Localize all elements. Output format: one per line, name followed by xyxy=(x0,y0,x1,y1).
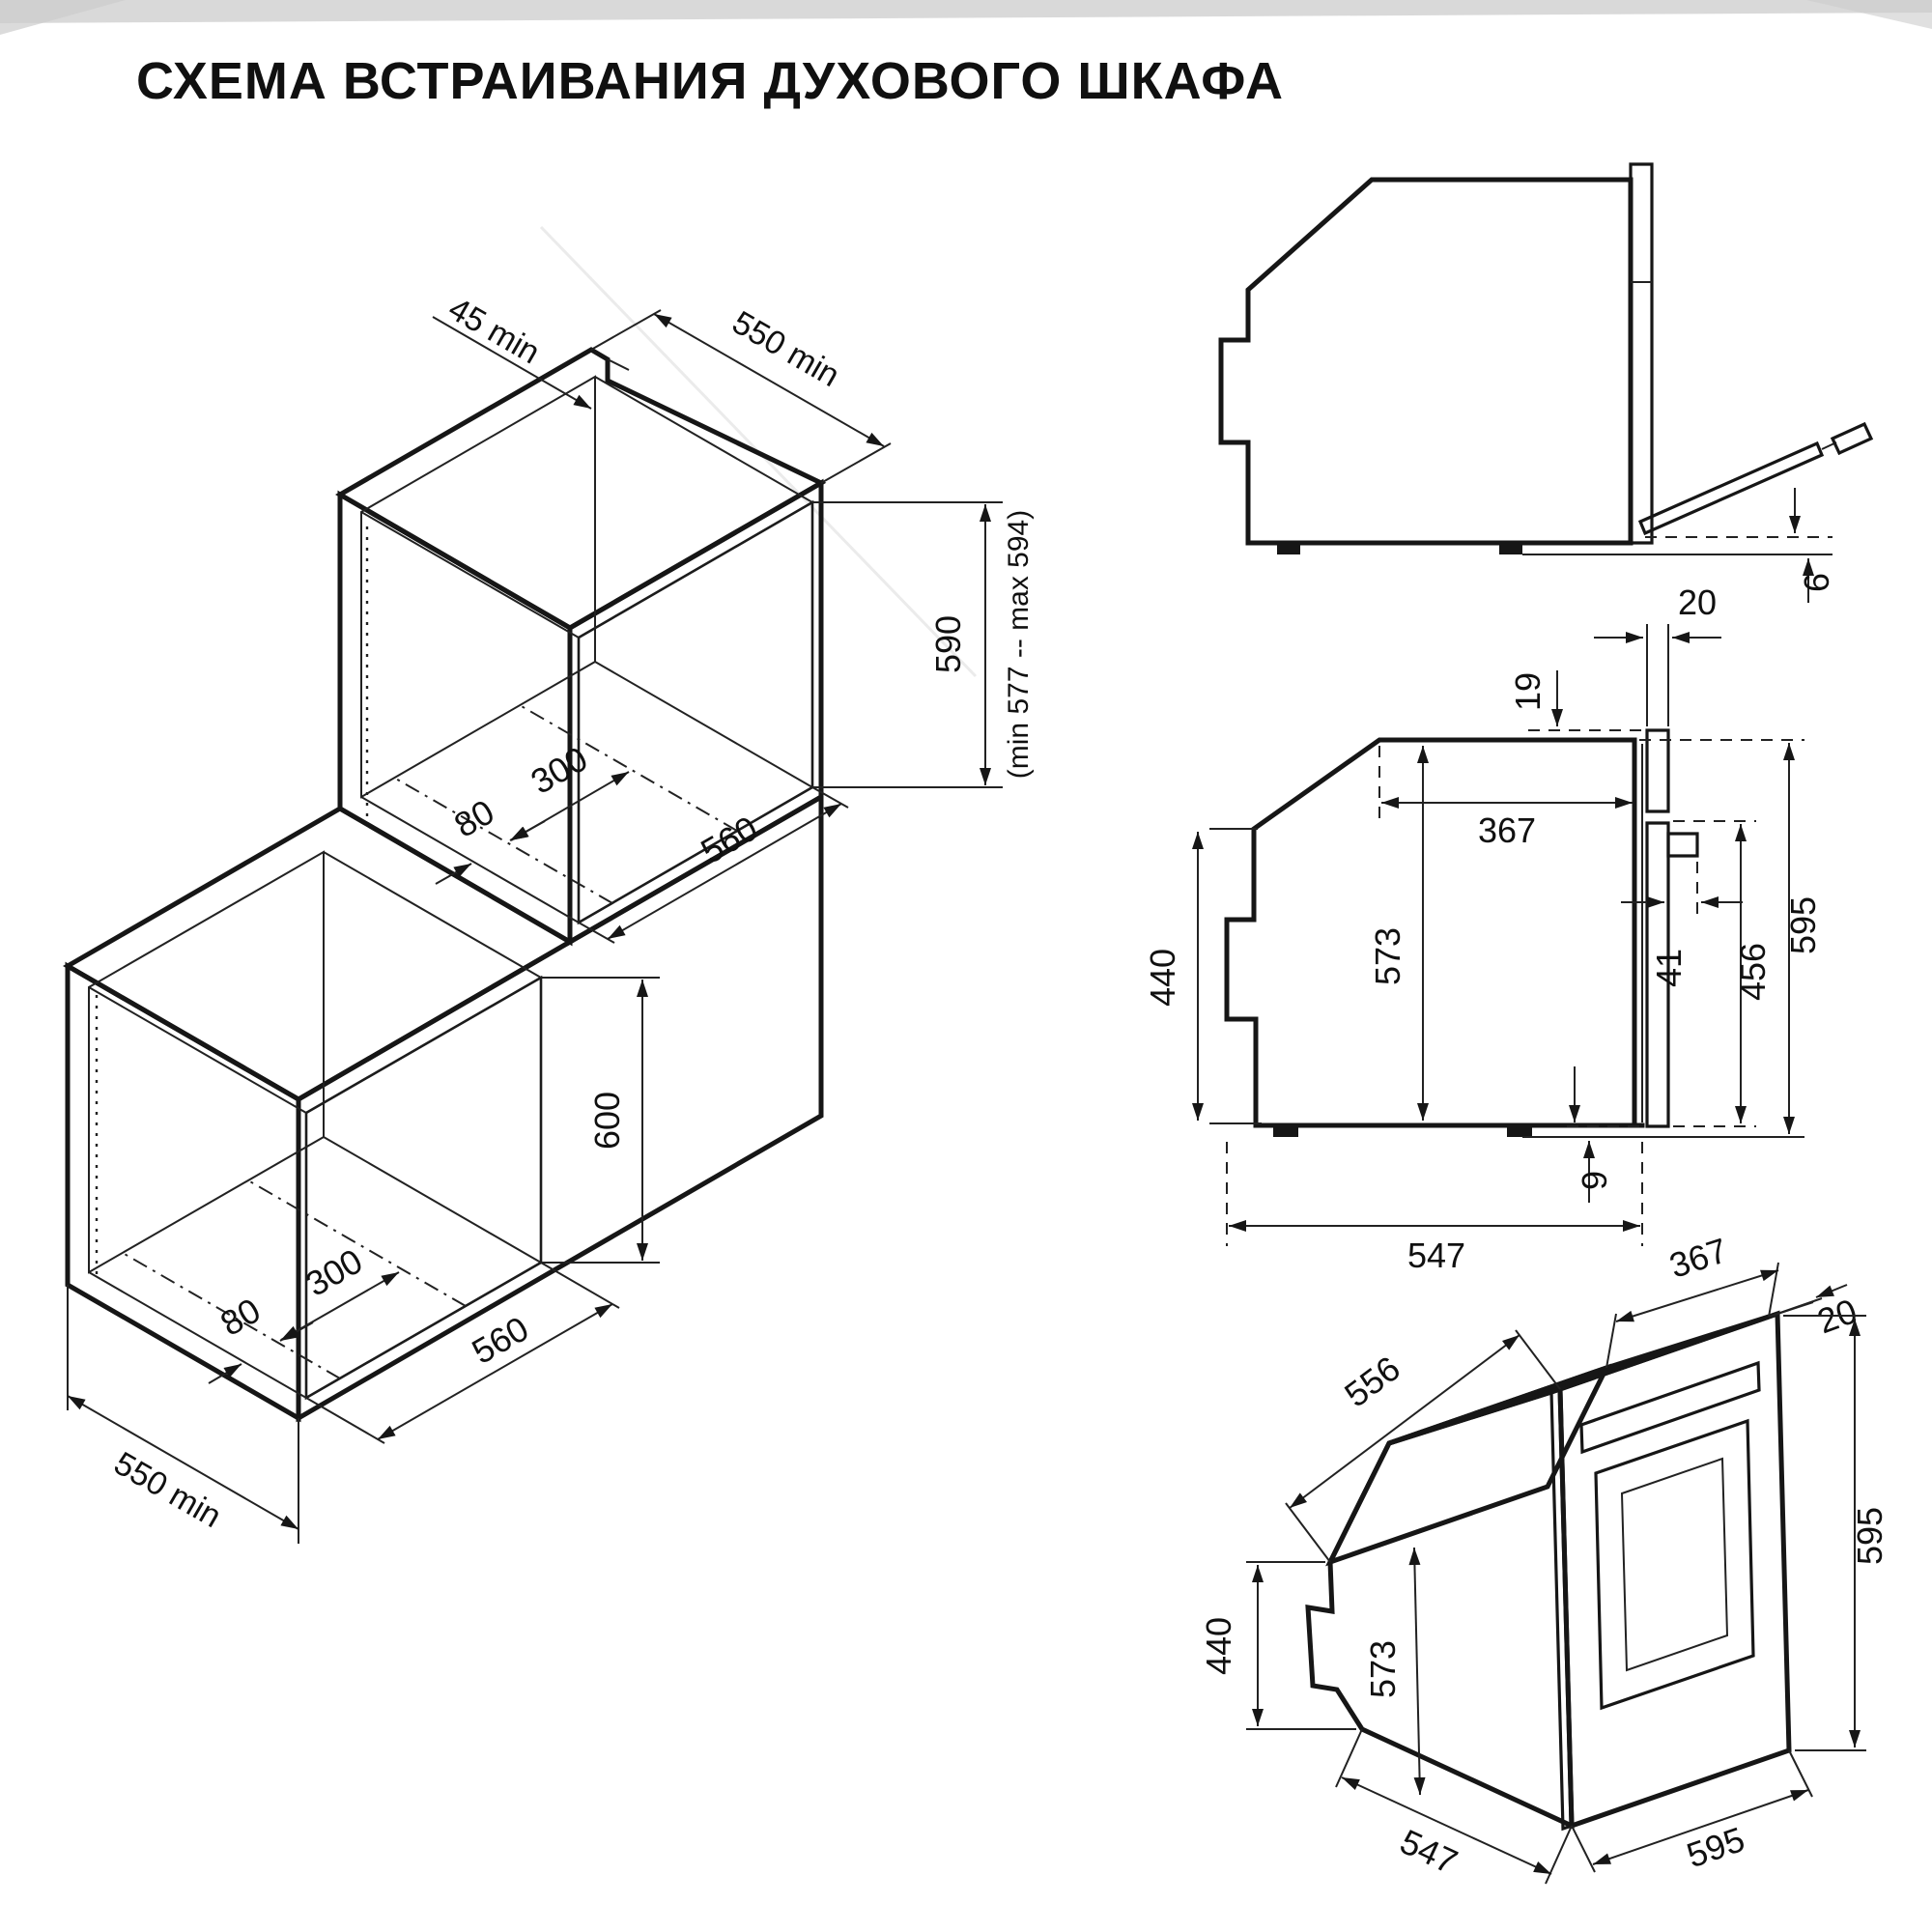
dim-label-upper-vent-offset: 80 xyxy=(447,791,500,845)
dim-label-carcass-depth: 547 xyxy=(1407,1236,1465,1275)
oven-foot xyxy=(1499,543,1522,554)
dim-label-carcass-height: 573 xyxy=(1368,927,1407,985)
oven-side-profile xyxy=(1224,737,1645,1128)
door-handle xyxy=(1579,1360,1761,1455)
dim-line-top-depth xyxy=(653,313,885,447)
dim-label-top-clearance: 19 xyxy=(1508,672,1548,711)
extension-line xyxy=(811,786,849,809)
oven-foot xyxy=(1277,543,1300,554)
extension-line xyxy=(820,442,892,484)
dim-label-lower-vent-offset: 80 xyxy=(213,1290,267,1344)
dim-line-rear-gap xyxy=(432,316,592,410)
extension-line xyxy=(305,1397,385,1444)
dim-line-lower-niche-width xyxy=(377,1303,613,1440)
dim-arrow-upper-vent-offset xyxy=(435,863,472,885)
view-side-dimensioned: 20 19 367 573 440 41 456 595 xyxy=(1143,582,1823,1275)
upper-cabinet-top-face xyxy=(335,347,827,631)
dim-label-top-flat-depth: 367 xyxy=(1664,1230,1732,1286)
dim-line-overall-width xyxy=(1592,1789,1809,1865)
dim-line-carcass-depth xyxy=(1341,1776,1552,1875)
extension-line xyxy=(1285,1502,1331,1563)
dim-label-upper-niche-height: 590 xyxy=(928,615,968,673)
door-window-frame xyxy=(1594,1418,1755,1711)
door-window-glass xyxy=(1620,1457,1729,1672)
dim-arrow-door-thickness xyxy=(1815,1284,1848,1298)
extension-line xyxy=(590,309,662,351)
dim-line-upper-niche-width xyxy=(607,803,842,940)
dim-label-rear-gap: 45 min xyxy=(442,291,546,372)
page-title: СХЕМА ВСТРАИВАНИЯ ДУХОВОГО ШКАФА xyxy=(136,52,1284,110)
dim-label-front-panel-height: 456 xyxy=(1733,943,1773,1001)
dim-label-rear-height: 440 xyxy=(1199,1617,1238,1675)
upper-niche-opening xyxy=(577,499,814,925)
dim-label-front-height: 573 xyxy=(1363,1640,1403,1698)
dim-line-top-flat-depth xyxy=(1615,1269,1779,1322)
dim-label-door-thickness: 20 xyxy=(1678,582,1717,622)
dim-line-front-height xyxy=(1408,1547,1426,1796)
upper-niche-interior-edges xyxy=(360,376,813,923)
scan-edge-artifact xyxy=(0,0,1932,23)
view-side-open-door: 6 xyxy=(1218,162,1874,603)
dim-label-bottom-gap: 9 xyxy=(1575,1171,1614,1190)
view-perspective: 556 367 20 595 440 573 547 595 xyxy=(1199,1230,1889,1885)
door-top-frame xyxy=(1645,728,1670,813)
dim-line-top-edge-depth xyxy=(1289,1334,1520,1509)
dim-label-top-flat-depth: 367 xyxy=(1478,810,1536,850)
dim-label-upper-niche-height-range: (min 577 -- max 594) xyxy=(1003,510,1035,779)
base-cabinet-front-face xyxy=(296,792,824,1423)
upper-cabinet-front-face xyxy=(567,478,824,947)
dim-label-overall-width: 595 xyxy=(1682,1819,1749,1875)
base-cabinet-top-face xyxy=(63,806,575,1102)
extension-line xyxy=(1571,1825,1596,1873)
dim-label-handle-protrusion: 41 xyxy=(1649,949,1689,987)
lower-vent-cutout-lines xyxy=(122,1179,467,1379)
extension-line xyxy=(1605,1313,1617,1369)
extension-line xyxy=(540,1262,620,1309)
dim-label-rear-height: 440 xyxy=(1143,949,1182,1007)
door-panel xyxy=(1645,821,1670,1128)
view-isometric-cabinets: 45 min 550 min 590 (min 577 -- max 594) … xyxy=(63,291,1035,1544)
upper-niche-back-wall xyxy=(360,375,596,799)
dim-line-bottom-depth xyxy=(67,1395,299,1530)
lower-niche-interior-edges xyxy=(88,851,542,1399)
dim-label-overall-height: 595 xyxy=(1850,1507,1889,1565)
dim-label-lower-niche-height: 600 xyxy=(587,1092,627,1150)
oven-side-profile xyxy=(1218,177,1634,546)
oven-front-frame xyxy=(1629,162,1654,545)
dim-label-bottom-depth: 550 min xyxy=(108,1445,228,1535)
extension-line xyxy=(1515,1329,1561,1390)
dim-line-lower-vent-width xyxy=(280,1271,400,1341)
dim-line-upper-vent-width xyxy=(510,771,630,841)
dim-arrow-lower-vent-offset xyxy=(208,1363,242,1384)
door-handle xyxy=(1666,832,1699,858)
extension-line xyxy=(1545,1825,1573,1885)
oven-foot xyxy=(1507,1125,1532,1137)
oven-foot xyxy=(1273,1125,1298,1137)
dim-label-door-floor-gap: 6 xyxy=(1797,573,1836,592)
extension-line xyxy=(1335,1728,1363,1788)
extension-line xyxy=(1788,1749,1813,1798)
dim-label-top-depth: 550 min xyxy=(726,304,846,394)
lower-niche-back-wall xyxy=(88,850,325,1274)
scan-corner-artifact xyxy=(0,0,126,35)
dim-label-carcass-depth: 547 xyxy=(1394,1821,1463,1882)
dim-label-upper-vent-width: 300 xyxy=(524,738,594,802)
dim-label-overall-height: 595 xyxy=(1783,896,1823,954)
base-cabinet-side-face xyxy=(65,961,301,1423)
upper-cabinet-rear-notch-line xyxy=(607,358,630,371)
extension-line xyxy=(1768,1301,1814,1318)
open-door xyxy=(1637,440,1825,536)
door-handle xyxy=(1830,421,1874,456)
dim-label-top-edge-depth: 556 xyxy=(1337,1349,1407,1415)
scan-corner-artifact xyxy=(1806,0,1932,29)
